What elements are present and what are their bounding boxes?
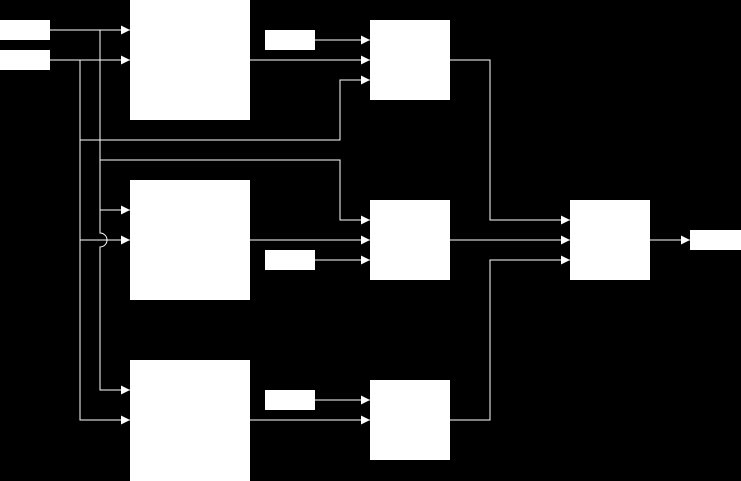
- combiner-middle: [370, 200, 450, 280]
- combiner-top: [370, 20, 450, 100]
- constant-block-1: [265, 30, 315, 50]
- block-middle: [130, 180, 250, 300]
- final-combiner: [570, 200, 650, 280]
- constant-block-3: [265, 390, 315, 410]
- wire-in2-to-combiner-top: [80, 75, 370, 141]
- wire-in1-bus: [99, 30, 130, 395]
- block-bottom: [130, 360, 250, 481]
- block-top: [130, 0, 250, 120]
- wire-combiner-top-out: [450, 59, 570, 225]
- input-port-1: [0, 20, 50, 40]
- input-port-2: [0, 50, 50, 70]
- wire-in2-bus: [79, 60, 130, 425]
- output-port: [690, 230, 741, 250]
- wire-combiner-bottom-out: [450, 255, 570, 421]
- constant-block-2: [265, 250, 315, 270]
- combiner-bottom: [370, 380, 450, 460]
- wire-in1-to-combiner-middle: [100, 159, 370, 225]
